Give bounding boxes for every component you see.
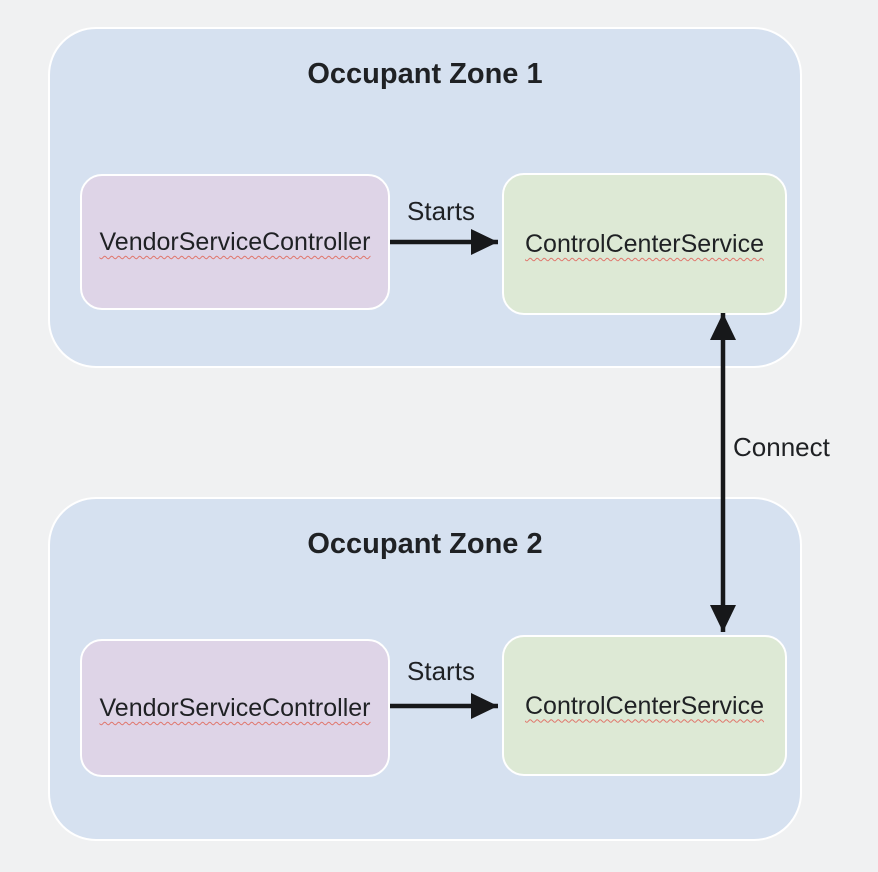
zone-2-vendor-service-controller-node: VendorServiceController <box>80 639 390 777</box>
occupant-zone-1: Occupant Zone 1 VendorServiceController … <box>48 27 802 368</box>
zone-2-control-center-service-node: ControlCenterService <box>502 635 787 776</box>
zone-2-starts-edge-label: Starts <box>407 656 475 686</box>
zone-2-control-node-label: ControlCenterService <box>525 691 764 720</box>
zone-1-vendor-service-controller-node: VendorServiceController <box>80 174 390 310</box>
connect-edge-label: Connect <box>733 432 830 462</box>
zone-1-vendor-node-label: VendorServiceController <box>99 228 371 256</box>
zone-2-title: Occupant Zone 2 <box>307 528 543 560</box>
zone-1-starts-edge-label: Starts <box>407 196 475 226</box>
zone-2-vendor-node-label: VendorServiceController <box>99 694 371 722</box>
zone-1-title: Occupant Zone 1 <box>307 58 543 90</box>
zone-1-control-center-service-node: ControlCenterService <box>502 173 787 315</box>
zone-1-control-node-label: ControlCenterService <box>525 230 764 258</box>
occupant-zone-2: Occupant Zone 2 VendorServiceController … <box>48 497 802 841</box>
